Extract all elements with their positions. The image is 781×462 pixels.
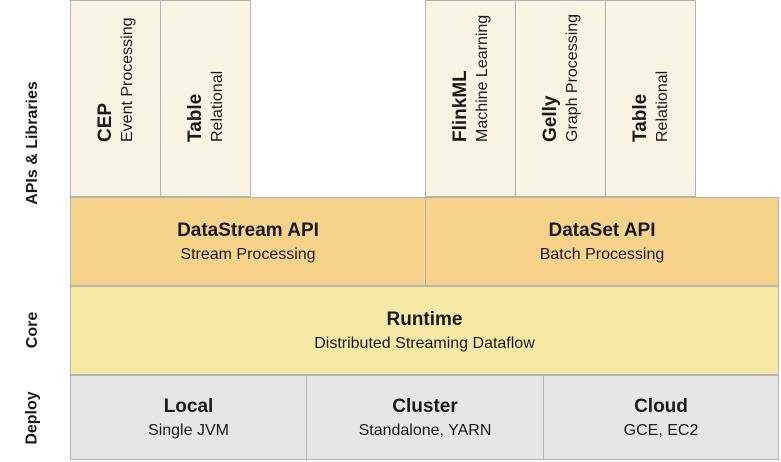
deploy-cluster-box: Cluster Standalone, YARN — [306, 375, 544, 460]
datastream-api-box: DataStream API Stream Processing — [70, 197, 426, 286]
dataset-api-box: DataSet API Batch Processing — [425, 197, 779, 286]
deploy-cloud-box: Cloud GCE, EC2 — [543, 375, 779, 460]
deploy-local-box: Local Single JVM — [70, 375, 307, 460]
dataset-api-subtitle: Batch Processing — [539, 245, 665, 263]
library-flinkml: FlinkML Machine Learning — [425, 0, 516, 197]
datastream-api-title: DataStream API — [177, 219, 319, 241]
library-cep-name: CEP — [94, 102, 116, 142]
library-flinkml-name: FlinkML — [449, 70, 471, 142]
library-cep-desc: Event Processing — [118, 17, 136, 142]
deploy-cluster-title: Cluster — [392, 395, 458, 417]
runtime-subtitle: Distributed Streaming Dataflow — [314, 334, 535, 352]
datastream-api-subtitle: Stream Processing — [180, 245, 316, 263]
library-table-batch: Table Relational — [605, 0, 696, 197]
library-gelly-name: Gelly — [539, 95, 561, 142]
layer-label-core-text: Core — [23, 311, 41, 349]
deploy-local-title: Local — [163, 395, 214, 417]
deploy-cloud-title: Cloud — [634, 395, 688, 417]
layer-label-apis-libraries-text: APIs & Libraries — [24, 81, 42, 205]
library-gelly: Gelly Graph Processing — [515, 0, 606, 197]
layer-label-core: Core — [0, 286, 66, 374]
layer-label-apis-libraries: APIs & Libraries — [0, 0, 66, 286]
library-table-stream-name: Table — [184, 93, 206, 142]
layer-label-deploy-text: Deploy — [24, 391, 41, 445]
library-table-stream: Table Relational — [160, 0, 251, 197]
dataset-api-title: DataSet API — [548, 219, 656, 241]
deploy-cluster-subtitle: Standalone, YARN — [358, 421, 492, 439]
library-table-stream-desc: Relational — [208, 70, 226, 142]
deploy-local-subtitle: Single JVM — [148, 421, 229, 439]
layer-label-deploy: Deploy — [0, 374, 66, 462]
library-table-batch-name: Table — [629, 93, 651, 142]
library-flinkml-desc: Machine Learning — [473, 14, 491, 142]
runtime-title: Runtime — [386, 308, 463, 330]
deploy-cloud-subtitle: GCE, EC2 — [623, 421, 699, 439]
library-gelly-desc: Graph Processing — [563, 13, 581, 142]
runtime-box: Runtime Distributed Streaming Dataflow — [70, 286, 779, 375]
library-cep: CEP Event Processing — [70, 0, 161, 197]
library-table-batch-desc: Relational — [653, 70, 671, 142]
